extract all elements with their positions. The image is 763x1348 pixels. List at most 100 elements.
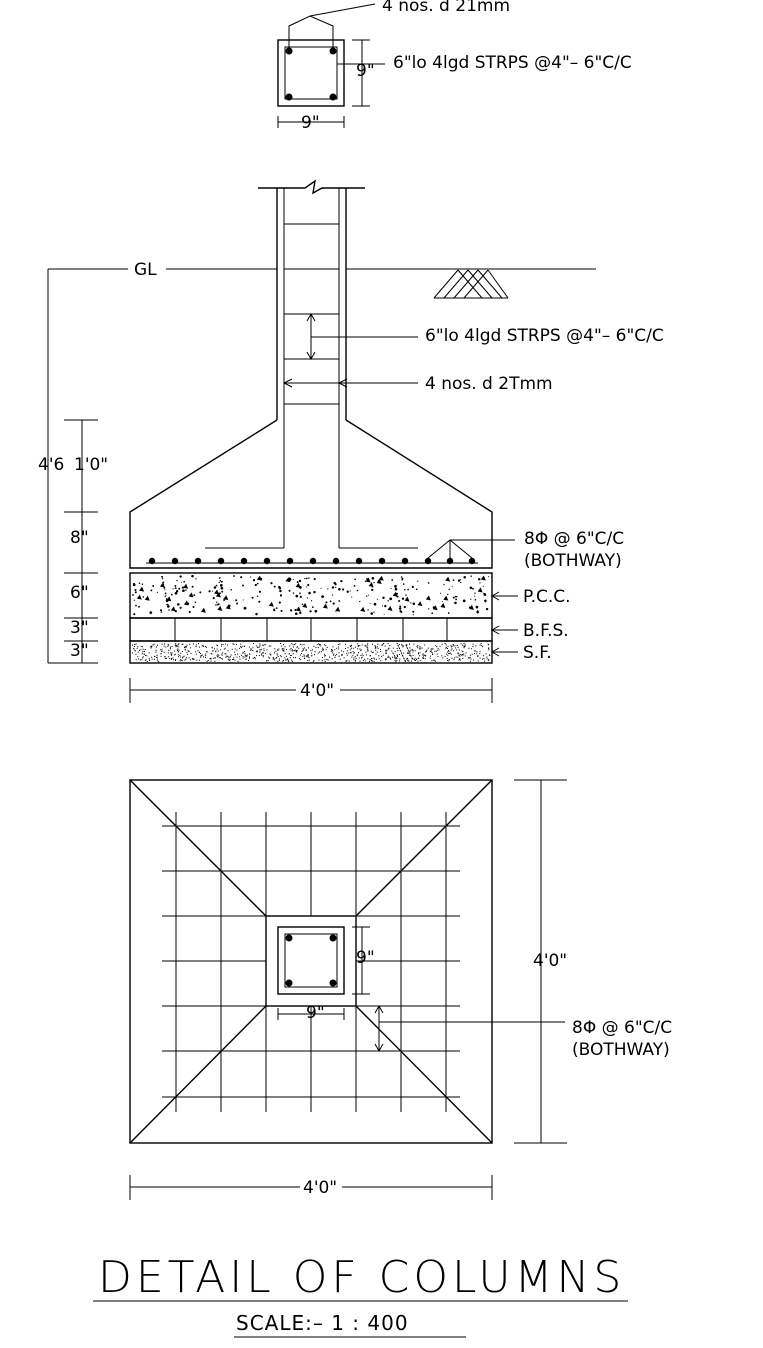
sand-grain xyxy=(145,659,147,661)
aggregate xyxy=(144,595,150,601)
sand-grain xyxy=(246,656,248,658)
sand-grain xyxy=(426,649,428,651)
sand-grain xyxy=(326,659,328,660)
speckle xyxy=(394,585,397,588)
sand-grain xyxy=(286,659,288,661)
speckle xyxy=(273,585,276,588)
sand-grain xyxy=(143,650,145,652)
speckle xyxy=(213,586,216,589)
sand-grain xyxy=(303,644,305,646)
speckle xyxy=(188,610,191,613)
speckle xyxy=(327,588,329,590)
sand-grain xyxy=(327,659,329,661)
sand-grain xyxy=(205,655,207,657)
sand-grain xyxy=(366,645,368,647)
speckle xyxy=(412,610,415,613)
sand-grain xyxy=(314,654,315,656)
speckle xyxy=(398,600,401,602)
rebar-dot xyxy=(329,934,337,942)
aggregate xyxy=(139,586,145,592)
sand-grain xyxy=(358,652,359,654)
elev-dim-depth-2: 1'0" xyxy=(74,455,108,475)
sand-grain xyxy=(381,655,383,657)
speckle xyxy=(256,582,259,585)
speckle xyxy=(242,584,244,587)
speckle xyxy=(399,605,402,608)
sand-grain xyxy=(385,652,387,654)
sand-grain xyxy=(488,654,490,656)
arrow-head xyxy=(306,312,316,322)
sand-grain xyxy=(430,655,432,657)
sand-grain xyxy=(334,656,336,658)
sand-grain xyxy=(281,645,283,647)
aggregate xyxy=(200,607,206,613)
speckle xyxy=(252,578,256,582)
hatch xyxy=(477,269,503,299)
sand-grain xyxy=(438,649,440,651)
speckle xyxy=(412,614,414,616)
sand-grain xyxy=(446,653,448,655)
aggregate xyxy=(215,592,221,598)
sand-grain xyxy=(291,643,293,645)
sand-grain xyxy=(353,647,355,649)
speckle xyxy=(469,586,473,590)
speckle xyxy=(134,591,137,594)
sand-grain xyxy=(407,658,409,660)
sand-grain xyxy=(228,659,230,661)
sand-grain xyxy=(187,653,189,655)
speckle xyxy=(161,578,164,580)
sand-grain xyxy=(170,654,172,656)
sand-grain xyxy=(307,656,309,658)
sand-grain xyxy=(324,653,326,655)
sand-grain xyxy=(419,660,421,661)
sand-grain xyxy=(274,648,276,650)
sand-grain xyxy=(459,659,461,661)
sand-grain xyxy=(419,645,421,647)
sand-grain xyxy=(370,650,372,652)
speckle xyxy=(150,589,153,592)
sand-grain xyxy=(292,660,293,662)
sand-grain xyxy=(412,651,414,653)
sand-grain xyxy=(482,658,484,660)
aggregate xyxy=(368,582,374,588)
sand-grain xyxy=(439,645,441,647)
sand-grain xyxy=(357,643,359,645)
arrow-head xyxy=(490,647,500,657)
sand-grain xyxy=(205,651,207,653)
sand-grain xyxy=(359,645,361,647)
sand-grain xyxy=(382,654,384,656)
speckle xyxy=(476,610,479,614)
speckle xyxy=(412,602,416,606)
speckle xyxy=(183,580,185,583)
sand-grain xyxy=(177,654,179,656)
sand-grain xyxy=(375,645,377,647)
speckle xyxy=(233,575,235,577)
sand-grain xyxy=(400,650,402,652)
rebar-dot xyxy=(468,557,476,565)
sand-grain xyxy=(421,657,423,659)
speckle xyxy=(258,590,261,593)
sand-grain xyxy=(483,658,485,660)
sand-grain xyxy=(294,644,295,646)
speckle xyxy=(279,589,282,593)
plan-mesh-label: 8Φ @ 6"C/C xyxy=(572,1018,672,1038)
sand-grain xyxy=(269,653,271,655)
sand-grain xyxy=(431,652,433,654)
sand-grain xyxy=(374,647,376,649)
rebar-dot xyxy=(329,47,337,55)
sand-grain xyxy=(283,648,285,650)
sand-grain xyxy=(407,653,409,654)
sand-grain xyxy=(188,657,190,659)
sand-grain xyxy=(430,648,432,650)
sand-grain xyxy=(444,643,446,644)
sand-grain xyxy=(221,654,223,656)
sand-grain xyxy=(448,659,450,661)
sand-grain xyxy=(261,648,263,650)
sand-grain xyxy=(264,643,266,645)
speckle xyxy=(172,588,174,590)
sand-grain xyxy=(210,658,212,659)
elev-dim-sf: 3" xyxy=(70,641,89,661)
speckle xyxy=(182,589,185,593)
sand-grain xyxy=(317,652,319,654)
sand-grain xyxy=(423,657,424,659)
